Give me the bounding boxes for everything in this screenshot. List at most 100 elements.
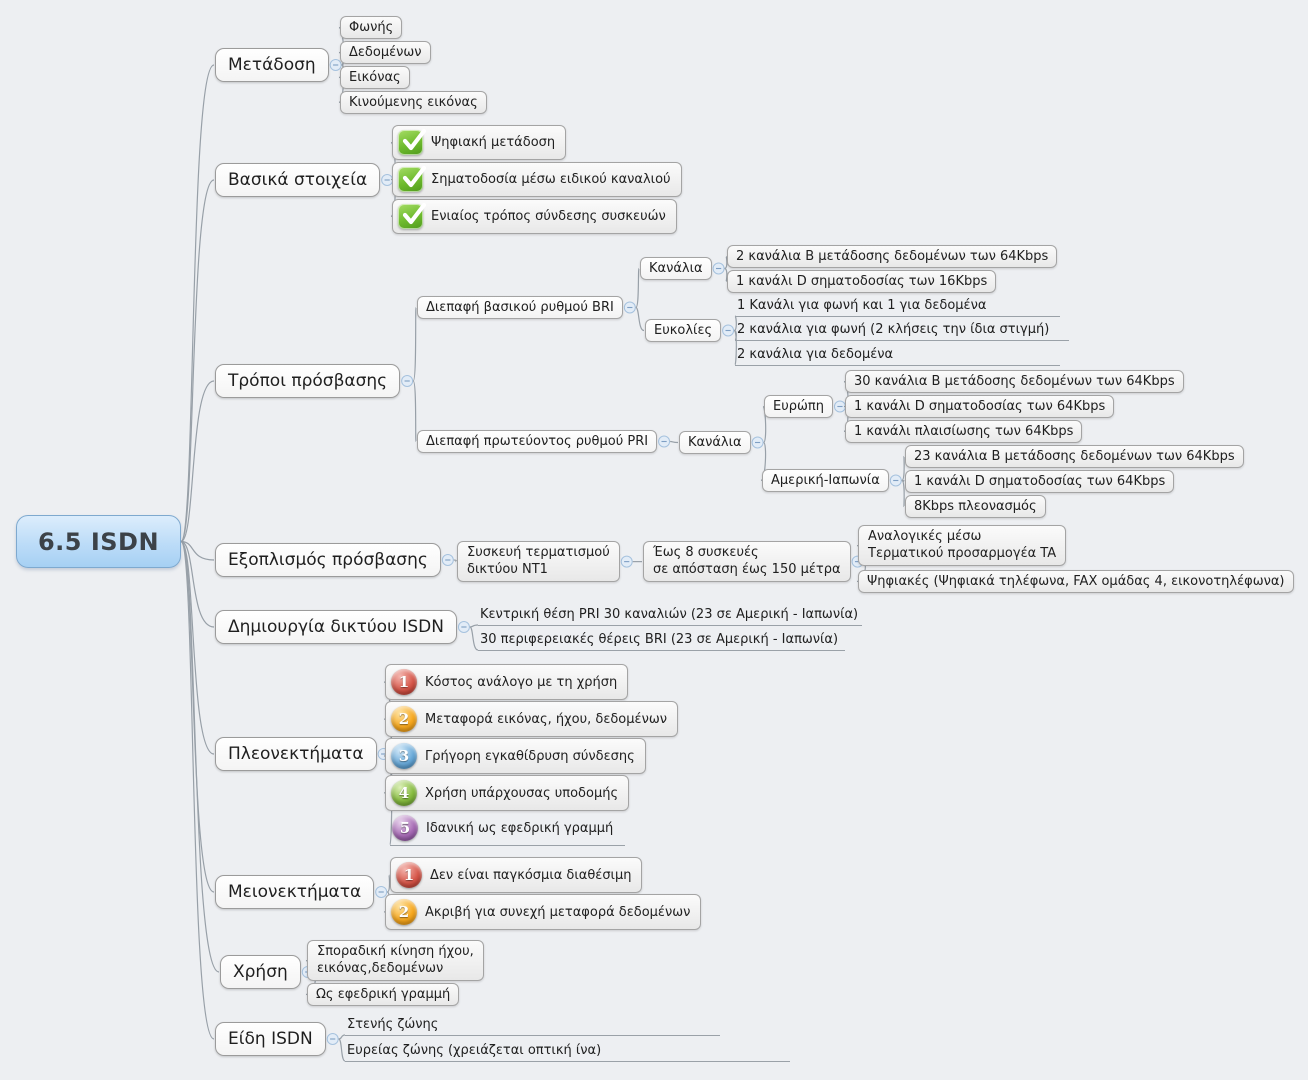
node-nt1-terminator[interactable]: Συσκευή τερματισμού δικτύου NT1	[457, 541, 620, 583]
node-pri-channels[interactable]: Κανάλια	[679, 431, 751, 454]
node-facility-2-data[interactable]: 2 κανάλια για δεδομένα	[735, 345, 1060, 366]
node-label: Κόστος ανάλογο με τη χρήση	[425, 674, 618, 690]
node-label: Ακριβή για συνεχή μεταφορά δεδομένων	[425, 904, 691, 920]
node-line-2: δικτύου NT1	[467, 561, 548, 577]
node-line-1: Έως 8 συσκευές	[653, 545, 759, 560]
node-facility-voice-data[interactable]: 1 Κανάλι για φωνή και 1 για δεδομένα	[735, 296, 1060, 317]
node-line-1: Σποραδική κίνηση ήχου,	[317, 944, 474, 959]
connector-line	[469, 624, 479, 628]
root-topic-isdn[interactable]: 6.5 ISDN	[16, 515, 181, 568]
node-sporadic-traffic[interactable]: Σποραδική κίνηση ήχου, εικόνας,δεδομένων	[307, 940, 484, 982]
branch-basics[interactable]: Βασικά στοιχεία	[215, 163, 381, 197]
node-europe-30b[interactable]: 30 κανάλια B μετάδοσης δεδομένων των 64K…	[845, 370, 1184, 393]
node-bri-channels[interactable]: Κανάλια	[640, 257, 712, 280]
connector-line	[338, 1038, 346, 1062]
connector-line	[670, 440, 679, 444]
node-label: Ιδανική ως εφεδρική γραμμή	[426, 820, 614, 836]
connector-line	[724, 267, 728, 283]
node-line-2: εικόνας,δεδομένων	[317, 960, 444, 976]
node-amjap-redundancy[interactable]: 8Kbps πλεονασμός	[905, 495, 1046, 518]
node-data[interactable]: Δεδομένων	[340, 41, 431, 64]
connector-line	[412, 306, 417, 382]
node-label: Γρήγορη εγκαθίδρυση σύνδεσης	[425, 748, 635, 764]
branch-usage[interactable]: Χρήση	[220, 955, 301, 989]
branch-equipment[interactable]: Εξοπλισμός πρόσβασης	[215, 543, 441, 577]
number-1-ball: 1	[396, 862, 422, 888]
connector-line	[469, 626, 479, 651]
node-digital-devices[interactable]: Ψηφιακές (Ψηφιακά τηλέφωνα, FAX ομάδας 4…	[858, 570, 1294, 593]
node-europe[interactable]: Ευρώπη	[764, 395, 833, 418]
node-broadband[interactable]: Ευρείας ζώνης (χρειάζεται οπτική ίνα)	[345, 1041, 790, 1062]
node-america-japan[interactable]: Αμερική-Ιαπωνία	[762, 469, 889, 492]
connector-line	[180, 380, 215, 543]
node-narrowband[interactable]: Στενής ζώνης	[345, 1015, 720, 1036]
check-icon	[398, 202, 427, 229]
connector-line	[412, 380, 417, 443]
node-facility-2-voice[interactable]: 2 κανάλια για φωνή (2 κλήσεις την ίδια σ…	[735, 320, 1069, 341]
node-adv-backup-line[interactable]: 5 Ιδανική ως εφεδρική γραμμή	[390, 812, 625, 846]
connector-line	[635, 306, 645, 332]
node-line-2: Τερματικού προσαρμογέα TA	[868, 545, 1057, 561]
branch-transmission[interactable]: Μετάδοση	[215, 48, 329, 82]
node-bri-2b-channels[interactable]: 2 κανάλια B μετάδοσης δεδομένων των 64Kb…	[727, 245, 1058, 268]
node-as-backup-line[interactable]: Ως εφεδρική γραμμή	[307, 983, 460, 1006]
node-line-1: Αναλογικές μέσω	[868, 529, 982, 544]
number-2-ball: 2	[391, 706, 417, 732]
number-1-ball: 1	[391, 669, 417, 695]
connector-line	[180, 540, 215, 1040]
connector-line	[180, 540, 220, 973]
node-pri-interface[interactable]: Διεπαφή πρωτεύοντος ρυθμού PRI	[417, 430, 658, 453]
connector-line	[180, 540, 215, 755]
number-4-ball: 4	[391, 780, 417, 806]
node-central-pri[interactable]: Κεντρική θέση PRI 30 καναλιών (23 σε Αμε…	[478, 605, 863, 626]
branch-network-setup[interactable]: Δημιουργία δικτύου ISDN	[215, 610, 457, 644]
node-uniform-connection[interactable]: Ενιαίος τρόπος σύνδεσης συσκευών	[392, 199, 677, 234]
node-bri-1d-channel[interactable]: 1 κανάλι D σηματοδοσίας των 16Kbps	[727, 270, 997, 293]
node-moving-image[interactable]: Κινούμενης εικόνας	[340, 91, 487, 114]
connector-line	[180, 540, 215, 628]
node-line-1: Συσκευή τερματισμού	[467, 545, 610, 560]
node-label: Σηματοδοσία μέσω ειδικού καναλιού	[431, 172, 671, 187]
node-analog-ta[interactable]: Αναλογικές μέσω Τερματικού προσαρμογέα T…	[858, 525, 1067, 567]
node-amjap-23b[interactable]: 23 κανάλια B μετάδοσης δεδομένων των 64K…	[905, 445, 1244, 468]
branch-disadvantages[interactable]: Μειονεκτήματα	[215, 875, 375, 909]
check-icon	[398, 165, 427, 192]
node-adv-transfer[interactable]: 2 Μεταφορά εικόνας, ήχου, δεδομένων	[385, 701, 678, 737]
node-digital-transmission[interactable]: Ψηφιακή μετάδοση	[392, 125, 567, 160]
node-dis-availability[interactable]: 1 Δεν είναι παγκόσμια διαθέσιμη	[390, 857, 643, 893]
node-adv-fast-setup[interactable]: 3 Γρήγορη εγκαθίδρυση σύνδεσης	[385, 738, 646, 774]
number-3-ball: 3	[391, 743, 417, 769]
node-dis-expensive[interactable]: 2 Ακριβή για συνεχή μεταφορά δεδομένων	[385, 894, 702, 930]
node-label: Ενιαίος τρόπος σύνδεσης συσκευών	[431, 209, 666, 224]
connector-line	[386, 874, 391, 893]
connector-line	[762, 405, 767, 444]
node-bri-facilities[interactable]: Ευκολίες	[645, 319, 722, 342]
connector-line	[180, 64, 215, 543]
check-icon	[398, 128, 427, 155]
node-image[interactable]: Εικόνας	[340, 66, 410, 89]
connector-line	[453, 559, 457, 563]
node-label: Δεν είναι παγκόσμια διαθέσιμη	[430, 867, 632, 883]
connector-line	[901, 455, 905, 482]
node-bri-interface[interactable]: Διεπαφή βασικού ρυθμού BRI	[417, 296, 623, 319]
node-label: Χρήση υπάρχουσας υποδομής	[425, 785, 619, 801]
node-8-devices[interactable]: Έως 8 συσκευές σε απόσταση έως 150 μέτρα	[643, 541, 851, 583]
node-europe-1d[interactable]: 1 κανάλι D σηματοδοσίας των 64Kbps	[845, 395, 1115, 418]
connector-line	[635, 267, 640, 309]
number-2-ball: 2	[391, 899, 417, 925]
branch-access-methods[interactable]: Τρόποι πρόσβασης	[215, 364, 401, 398]
connector-line	[901, 479, 905, 508]
node-adv-infrastructure[interactable]: 4 Χρήση υπάρχουσας υποδομής	[385, 775, 630, 811]
node-amjap-1d[interactable]: 1 κανάλι D σηματοδοσίας των 64Kbps	[905, 470, 1175, 493]
connector-line	[180, 540, 215, 561]
node-signaling-channel[interactable]: Σηματοδοσία μέσω ειδικού καναλιού	[392, 162, 682, 197]
connector-line	[180, 540, 215, 893]
branch-isdn-types[interactable]: Είδη ISDN	[215, 1022, 326, 1056]
node-peripheral-bri[interactable]: 30 περιφερειακές θέρεις BRI (23 σε Αμερι…	[478, 630, 845, 651]
node-voice[interactable]: Φωνής	[340, 16, 403, 39]
node-europe-framing[interactable]: 1 κανάλι πλαισίωσης των 64Kbps	[845, 420, 1083, 443]
node-adv-cost[interactable]: 1 Κόστος ανάλογο με τη χρήση	[385, 664, 629, 700]
branch-advantages[interactable]: Πλεονεκτήματα	[215, 737, 377, 771]
node-label: Μεταφορά εικόνας, ήχου, δεδομένων	[425, 711, 667, 727]
